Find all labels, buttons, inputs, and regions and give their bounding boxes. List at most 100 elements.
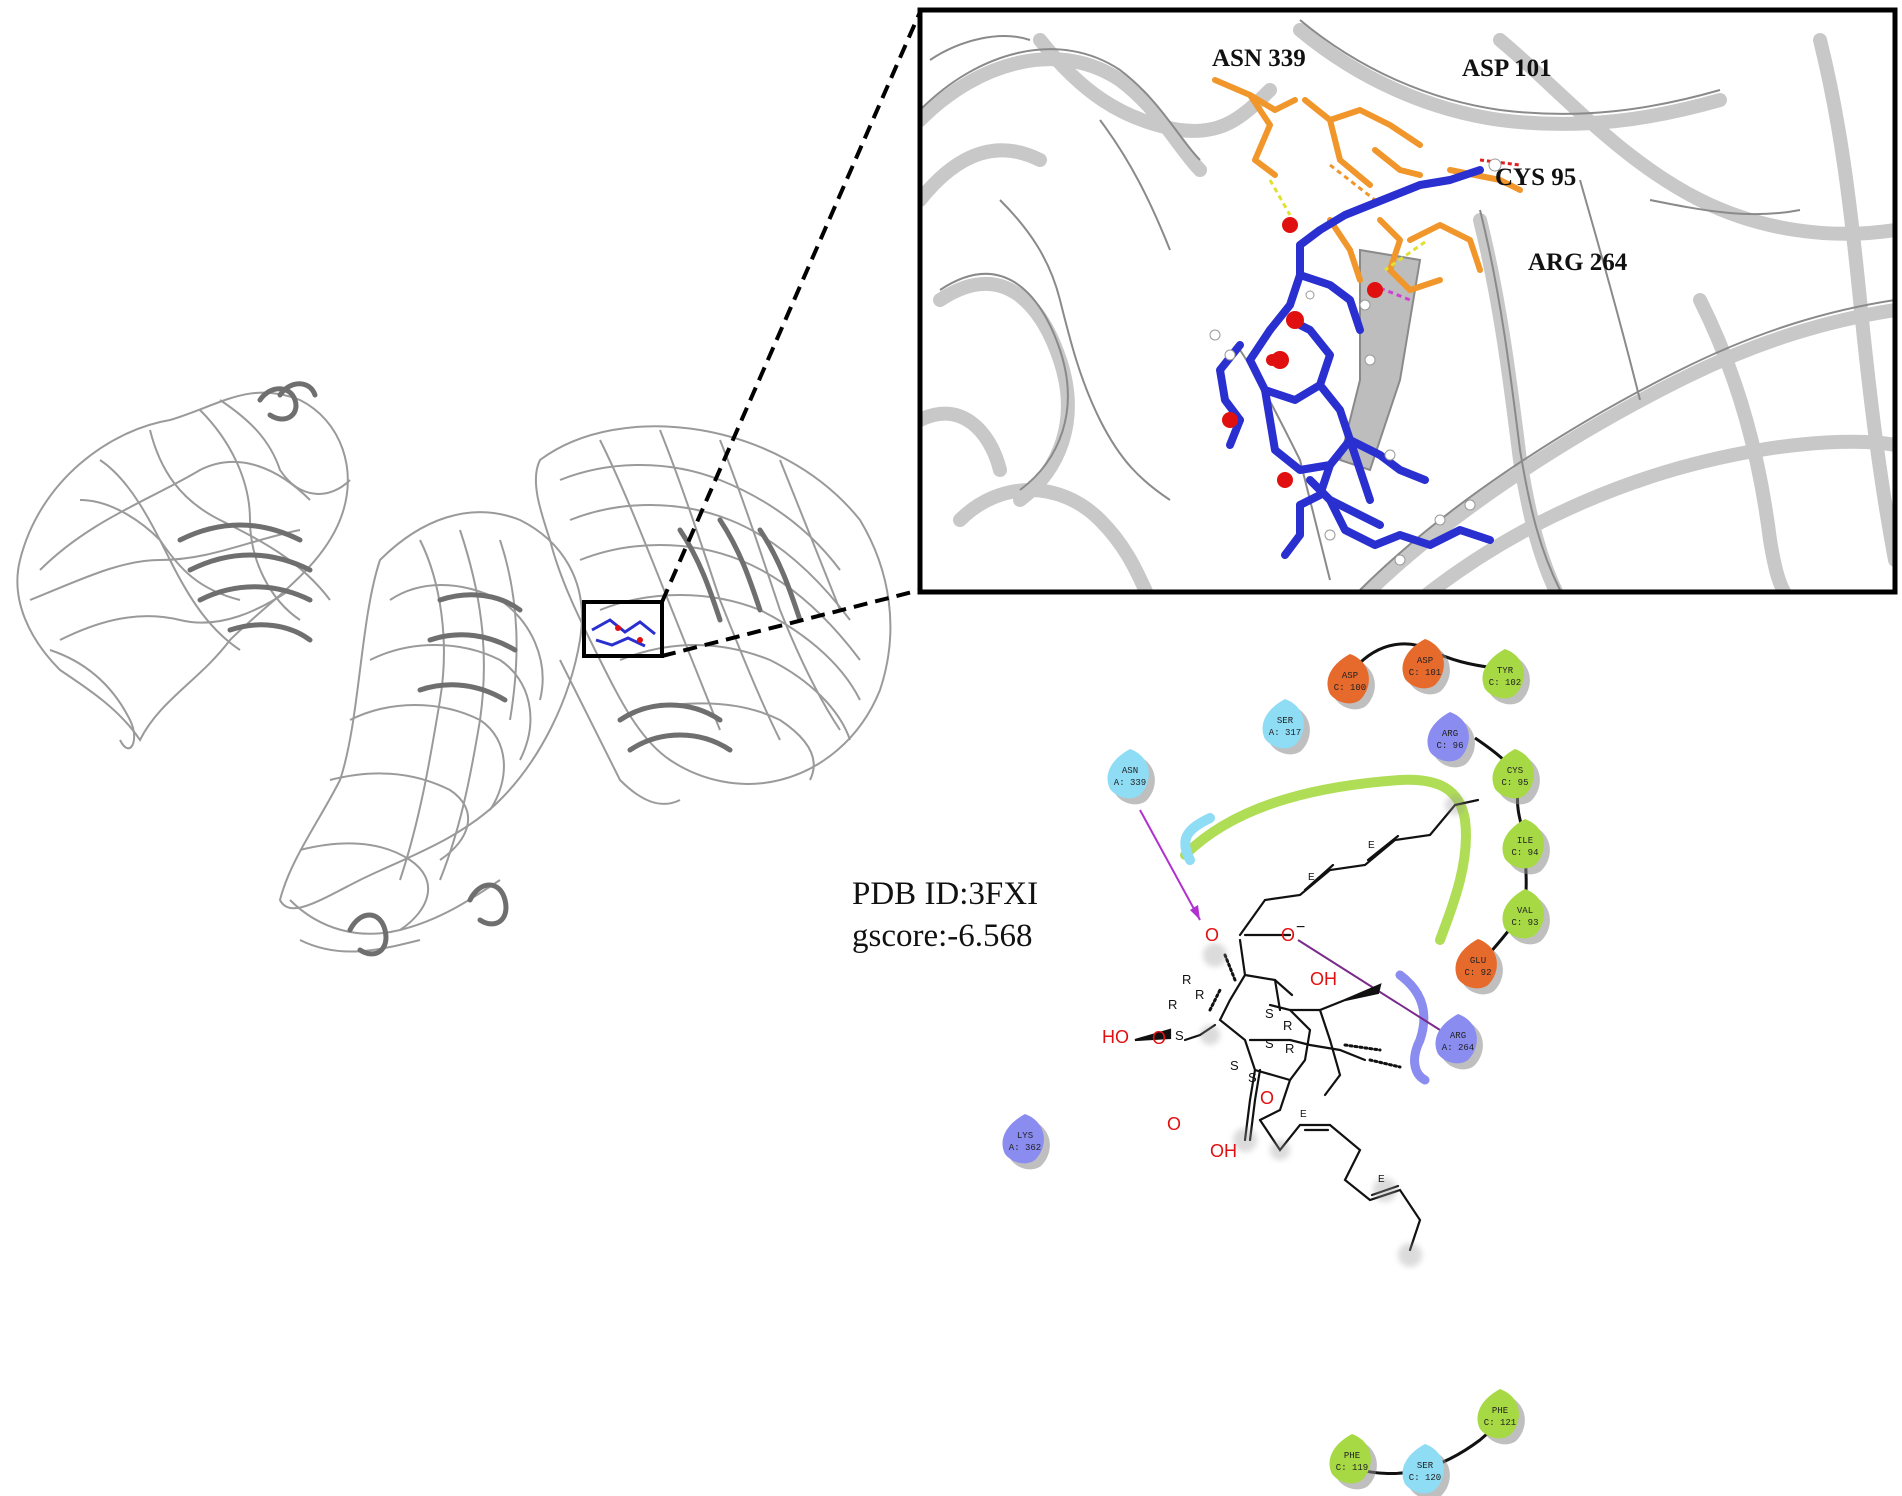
geom-4: E [1378,1174,1385,1185]
residue-id: C: 121 [1484,1418,1516,1428]
residue-body [1327,654,1369,704]
residue-id: C: 101 [1409,668,1441,678]
atom-oh-top: OH [1310,969,1337,989]
residue-name: ARG [1442,729,1458,739]
zoom-connector-bottom [661,588,921,658]
residue-id: C: 120 [1409,1473,1441,1483]
pocket-arc-blue [1395,970,1430,1085]
stereo-2: R [1168,997,1177,1012]
residue-body [1402,1444,1444,1494]
zoom-sidechains [1212,77,1523,293]
residue-id: A: 362 [1009,1143,1041,1153]
residue-asp-c100: ASP C: 100 [1327,654,1375,710]
residue-name: LYS [1017,1131,1033,1141]
atom-o-anion: O [1281,925,1295,945]
stereo-4: S [1175,1028,1184,1043]
zoom-residue-labels: ASN 339 ASP 101 CYS 95 ARG 264 [1212,45,1628,276]
residue-name: ASP [1417,656,1433,666]
residue-body [1402,639,1444,689]
atom-o-ring-right: O [1260,1088,1274,1108]
residue-id: C: 92 [1464,968,1491,978]
residue-body [1502,889,1544,939]
stereo-labels: R R R S S S S R S R [1168,972,1294,1085]
residue-name: PHE [1492,1406,1508,1416]
residue-name: ASN [1122,766,1138,776]
residue-id: A: 264 [1442,1043,1474,1053]
zoom-selection-box [582,600,664,658]
residue-phe-c119: PHE C: 119 [1329,1434,1377,1490]
stereo-5: S [1265,1006,1274,1021]
geom-1: E [1368,840,1375,851]
residue-body [1455,939,1497,989]
label-arg264: ARG 264 [1528,249,1628,276]
binding-site-zoom-panel: ASN 339 ASP 101 CYS 95 ARG 264 [917,7,1898,595]
ligand-atoms-zoom [1209,158,1502,566]
atom-charge: − [1296,919,1305,936]
stereo-8: R [1285,1041,1294,1056]
salt-bridge-arg264 [1297,939,1441,1031]
stereo-7: S [1265,1036,1274,1051]
stereo-3: R [1195,987,1204,1002]
residue-phe-c121: PHE C: 121 [1477,1389,1525,1445]
residue-asn-a339: ASN A: 339 [1107,749,1155,805]
residue-id: C: 93 [1511,918,1538,928]
stereo-6: S [1230,1058,1239,1073]
stereo-1: R [1182,972,1191,987]
ligand-atom-labels: O O − OH HO O O O OH [1102,919,1337,1161]
zoom-panel-frame [917,7,1898,595]
hbond-arrowhead [1190,905,1200,920]
residue-body [1502,819,1544,869]
residue-name: SER [1277,716,1294,726]
residue-name: CYS [1507,766,1523,776]
residue-id: C: 100 [1334,683,1366,693]
stereo-9: S [1248,1070,1257,1085]
atom-o-ring-left: O [1152,1028,1166,1048]
residue-cys-c95: CYS C: 95 [1492,749,1540,805]
residue-id: A: 339 [1114,778,1146,788]
hbond-dash-2 [1329,163,1376,202]
residue-name: ILE [1517,836,1533,846]
residue-glu-c92: GLU C: 92 [1455,939,1503,995]
residue-body [1482,649,1524,699]
label-asn339: ASN 339 [1212,45,1306,72]
residue-body [1477,1389,1519,1439]
label-asp101: ASP 101 [1462,55,1552,82]
residue-name: TYR [1497,666,1514,676]
ligand-2d-structure [1134,798,1480,1252]
residue-asp-c101: ASP C: 101 [1402,639,1450,695]
residue-body [1435,1014,1477,1064]
residue-name: VAL [1517,906,1533,916]
residue-arg-a264: ARG A: 264 [1435,1014,1483,1070]
pocket-arc-green [1180,774,1471,945]
residue-name: GLU [1470,956,1486,966]
gscore-label: gscore:-6.568 [852,918,1033,954]
label-cys95: CYS 95 [1495,164,1576,191]
residue-name: PHE [1344,1451,1360,1461]
stereo-10: R [1283,1018,1292,1033]
atom-o-carbonyl: O [1205,925,1219,945]
geom-3: E [1300,1109,1307,1120]
hbond-arrow-asn339 [1139,809,1201,921]
atom-o-ketone: O [1167,1114,1181,1134]
residue-body [1329,1434,1371,1484]
hbond-dash-3 [1384,240,1426,272]
residue-lys-a362: LYS A: 362 [1002,1114,1050,1170]
solvent-exposure-halos [1200,795,1465,1267]
residue-name: ASP [1342,671,1358,681]
residue-name: ARG [1450,1031,1466,1041]
atom-oh-bottom: OH [1210,1141,1237,1161]
residue-body [1002,1114,1044,1164]
residue-id: C: 95 [1501,778,1528,788]
zoom-ribbons [920,23,1895,592]
residue-id: A: 317 [1269,728,1301,738]
pdb-id-label: PDB ID:3FXI [852,876,1038,912]
residue-id: C: 119 [1336,1463,1368,1473]
interaction-diagram-2d: O O − OH HO O O O OH R R R S S S S R S R… [1002,639,1550,1496]
residue-body [1262,699,1304,749]
hbond-dash-1 [1268,179,1292,216]
